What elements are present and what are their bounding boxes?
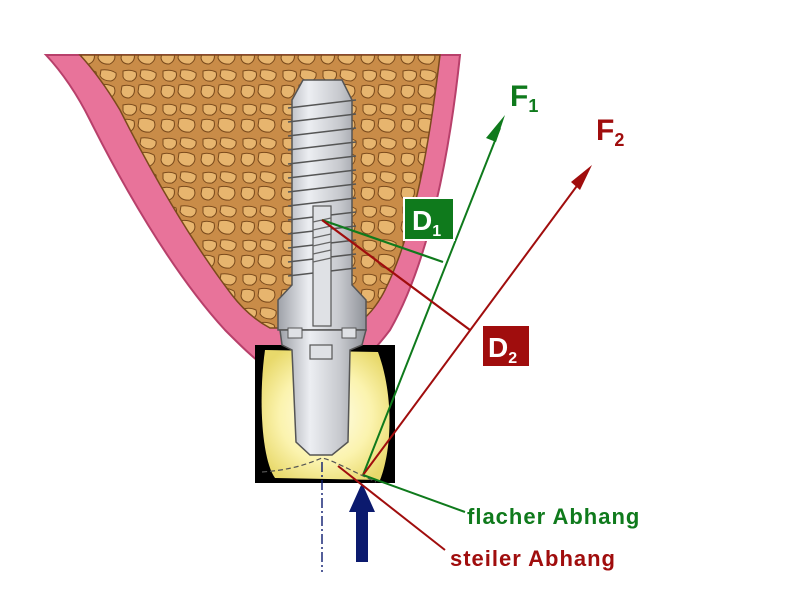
- flat-slope-line: [362, 474, 466, 513]
- lever-arm-d2: [321, 219, 471, 331]
- d1-label: D1: [403, 197, 455, 241]
- crown-bottom-dashed: [261, 457, 377, 483]
- d2-label: D2: [481, 324, 531, 368]
- f1-label: F1: [510, 80, 538, 116]
- f2-label: F2: [596, 114, 624, 150]
- force-vector-f2: [362, 165, 592, 476]
- lever-arm-d1: [321, 218, 444, 264]
- steep-slope-label: steiler Abhang: [450, 546, 616, 571]
- flat-slope-label: flacher Abhang: [467, 504, 640, 529]
- implant: [277, 79, 367, 456]
- arrow-up-icon: [349, 483, 375, 562]
- steep-slope-line: [337, 465, 446, 551]
- svg-text:D1: D1: [412, 205, 441, 240]
- svg-text:D2: D2: [488, 332, 517, 367]
